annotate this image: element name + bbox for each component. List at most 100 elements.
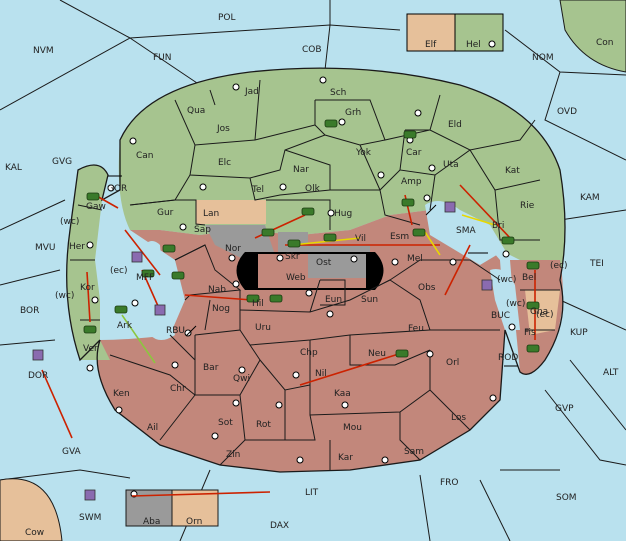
army-icon xyxy=(395,349,409,358)
label-kat: Kat xyxy=(505,166,520,176)
label-sma: SMA xyxy=(456,226,476,236)
label-neu: Neu xyxy=(368,349,386,359)
label-kar: Kar xyxy=(338,453,353,463)
region-west-arm[interactable] xyxy=(66,165,110,360)
label-wc-4: (wc) xyxy=(506,299,525,309)
region-con[interactable] xyxy=(560,0,626,72)
label-qwi: Qwi xyxy=(233,374,250,384)
label-tei: TEI xyxy=(589,259,604,269)
label-eun: Eun xyxy=(325,295,342,305)
label-skr: Skr xyxy=(285,252,300,262)
army-icon xyxy=(171,271,185,280)
label-gaw: Gaw xyxy=(86,202,106,212)
label-buc: BUC xyxy=(491,311,510,321)
army-icon xyxy=(301,207,315,216)
label-kam: KAM xyxy=(580,193,600,203)
region-orn[interactable] xyxy=(172,490,218,526)
army-icon xyxy=(261,228,275,237)
label-bor: BOR xyxy=(20,306,39,316)
label-som: SOM xyxy=(556,493,577,503)
label-kaa: Kaa xyxy=(334,389,351,399)
label-cow: Cow xyxy=(25,528,44,538)
region-gna[interactable] xyxy=(525,290,560,335)
continent-outline xyxy=(66,67,566,473)
army-icon xyxy=(526,344,540,353)
map-labels: POL COB NVM FUN NOM Con OVD KAL GVG KAM … xyxy=(5,13,619,538)
label-rie: Rie xyxy=(520,201,535,211)
label-orl: Orl xyxy=(446,358,459,368)
label-hil: Hil xyxy=(252,299,264,309)
label-rbu: RBU xyxy=(166,326,185,336)
label-wc-2: (wc) xyxy=(55,291,74,301)
label-dax: DAX xyxy=(270,521,289,531)
fleet-icon xyxy=(154,304,166,316)
army-icon xyxy=(526,301,540,310)
label-mou: Mou xyxy=(343,423,362,433)
label-con: Con xyxy=(596,38,614,48)
label-fis: Fis xyxy=(524,328,536,338)
label-wc-1: (wc) xyxy=(60,217,79,227)
label-ken: Ken xyxy=(113,389,130,399)
army-icon xyxy=(501,236,515,245)
region-lan[interactable] xyxy=(196,200,266,224)
fleet-icon xyxy=(32,349,44,361)
army-icon xyxy=(141,269,155,278)
label-tel: Tel xyxy=(251,185,264,195)
label-web: Web xyxy=(286,273,306,283)
label-olk: Olk xyxy=(305,184,321,194)
label-lan: Lan xyxy=(203,209,219,219)
army-icon xyxy=(526,261,540,270)
fleet-icon xyxy=(131,251,143,263)
label-mvu: MVU xyxy=(35,243,56,253)
label-pol: POL xyxy=(218,13,236,23)
label-chr: Chr xyxy=(170,384,186,394)
army-icon xyxy=(287,239,301,248)
label-grh: Grh xyxy=(345,108,361,118)
label-ver: Ver xyxy=(83,344,98,354)
label-cob: COB xyxy=(302,45,322,55)
label-chp: Chp xyxy=(300,348,318,358)
label-amp: Amp xyxy=(401,177,422,187)
label-kup: KUP xyxy=(570,328,588,338)
label-mff: MFF xyxy=(136,273,154,283)
army-icon xyxy=(401,198,415,207)
label-uru: Uru xyxy=(255,323,271,333)
power-legend: Elf Hel xyxy=(406,13,504,52)
sea-sma[interactable] xyxy=(425,201,505,265)
army-icon xyxy=(412,228,426,237)
label-gva: GVA xyxy=(62,447,82,457)
label-bri: Bri xyxy=(492,221,504,231)
label-gor: GOR xyxy=(107,184,127,194)
label-can: Can xyxy=(136,151,154,161)
legend-hel-supply-center xyxy=(488,40,496,48)
label-feu: Feu xyxy=(408,324,424,334)
sea-rbu[interactable] xyxy=(140,241,175,340)
army-icon xyxy=(86,192,100,201)
label-sun: Sun xyxy=(361,295,378,305)
label-her: Her xyxy=(69,242,85,252)
label-ail: Ail xyxy=(147,423,158,433)
label-sch: Sch xyxy=(330,88,346,98)
sea-buc[interactable] xyxy=(490,269,520,330)
label-qua: Qua xyxy=(187,106,205,116)
fleet-icon xyxy=(444,201,456,213)
route-markers xyxy=(108,175,518,367)
label-ark: Ark xyxy=(117,321,133,331)
legend-elf-label: Elf xyxy=(425,40,437,50)
label-nor: Nor xyxy=(225,244,241,254)
label-dor: DOR xyxy=(28,371,48,381)
label-elc: Elc xyxy=(218,158,231,168)
label-kor: Kor xyxy=(80,283,95,293)
label-alt: ALT xyxy=(603,368,619,378)
label-rot: Rot xyxy=(256,420,271,430)
region-nor[interactable] xyxy=(205,225,275,260)
legend-elf-swatch xyxy=(406,13,456,52)
label-ec-2: (ec) xyxy=(550,261,568,271)
legend-hel-label: Hel xyxy=(466,40,481,50)
convoy-orders xyxy=(121,314,156,364)
label-fun: FUN xyxy=(153,53,172,63)
label-sap: Sap xyxy=(194,225,211,235)
fleet-icon xyxy=(84,489,96,501)
